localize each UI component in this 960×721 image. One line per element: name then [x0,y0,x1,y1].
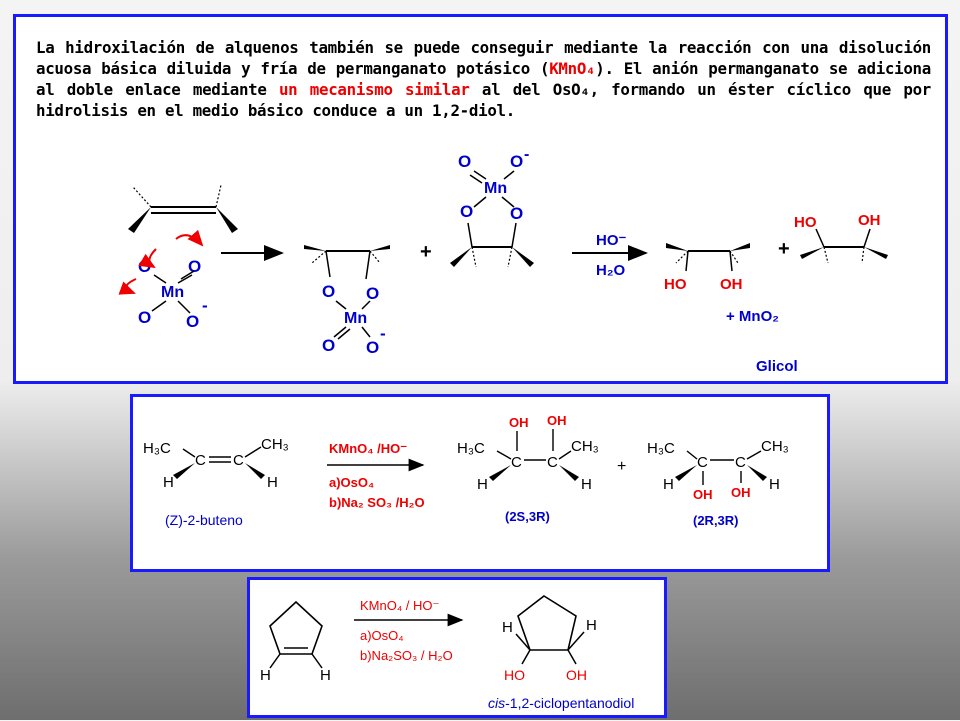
meso-diol-2r3r: H₃C CH₃ C C H H OH OH (2R,3R) [647,438,789,528]
svg-text:-: - [524,146,529,163]
z-2-butene: H₃C CH₃ C C H H (Z)-2-buteno [143,436,289,528]
svg-text:C: C [195,452,206,469]
svg-text:O: O [366,338,379,357]
svg-text:OH: OH [547,413,567,428]
svg-text:HO: HO [794,214,817,231]
svg-text:H: H [163,474,174,491]
svg-text:OH: OH [858,212,881,229]
svg-text:C: C [547,454,558,471]
reagent-hydroxide: HO⁻ [596,232,627,249]
diol-product-2: HO OH [794,212,888,264]
reagent-kmno4-3: KMnO₄ / HO⁻ [360,598,439,613]
cyclic-manganate-ester: O O Mn O O - [304,245,390,357]
svg-text:O: O [510,152,523,171]
svg-text:H: H [581,476,592,493]
svg-text:H: H [477,476,488,493]
reagent-kmno4: KMnO₄ /HO⁻ [329,441,407,456]
svg-text:C: C [697,454,708,471]
svg-text:OH: OH [693,487,713,502]
explanation-paragraph: La hidroxilación de alquenos también se … [36,38,931,120]
svg-text:O: O [322,336,335,355]
kmno4-formula: KMnO₄ [549,59,596,78]
svg-text:C: C [511,454,522,471]
meso-diol-2s3r: OH OH H₃C CH₃ C C H H (2S,3R) [457,413,599,524]
svg-text:H: H [260,667,271,684]
svg-text:HO: HO [504,667,525,683]
diol-product-1: HO OH [664,243,750,293]
mechanism-highlight: un mecanismo similar [278,80,470,99]
z-2-butene-label: (Z)-2-buteno [165,512,243,528]
svg-text:O: O [138,308,151,327]
svg-text:H₃C: H₃C [647,440,675,457]
svg-text:OH: OH [731,485,751,500]
svg-text:Mn: Mn [344,310,367,327]
svg-text:CH₃: CH₃ [761,438,789,455]
permanganate-mechanism-scheme: O O Mn O O - O O Mn [118,146,888,375]
svg-text:CH₃: CH₃ [261,436,289,453]
svg-text:C: C [233,452,244,469]
cyclopentene: H H [260,600,331,684]
svg-text:OH: OH [509,415,529,430]
svg-text:O: O [458,152,471,171]
reagent-water: H₂O [596,262,625,279]
svg-text:O: O [322,282,335,301]
permanganate-ion: O O Mn O O - [118,229,208,331]
cis-cyclopentanediol: H H HO OH cis-1,2-ciclopentanodiol [488,595,634,711]
reagent-oso4-3: a)OsO₄ [360,628,404,643]
reagent-na2so3: b)Na₂ SO₃ /H₂O [329,495,425,510]
reagent-oso4: a)OsO₄ [329,475,374,490]
plus-sign-3: + [617,458,626,475]
svg-text:C: C [735,454,746,471]
cis-diol-name: cis-1,2-ciclopentanodiol [488,695,634,711]
svg-text:OH: OH [720,276,743,293]
plus-sign-2: + [778,238,790,260]
reagent-na2so3-3: b)Na₂SO₃ / H₂O [360,648,453,663]
svg-text:Mn: Mn [161,284,184,301]
svg-text:O: O [186,312,199,331]
svg-text:H: H [267,474,278,491]
svg-text:H₃C: H₃C [457,440,485,457]
svg-text:H: H [663,476,674,493]
svg-text:H: H [769,476,780,493]
butene-scheme: H₃C CH₃ C C H H (Z)-2-buteno KMnO₄ /HO⁻ … [143,413,789,528]
svg-text:H: H [320,667,331,684]
svg-text:-: - [202,296,208,315]
butene-hydroxylation-panel: H₃C CH₃ C C H H (Z)-2-buteno KMnO₄ /HO⁻ … [130,394,830,572]
svg-text:O: O [366,284,379,303]
svg-text:HO: HO [664,276,687,293]
svg-text:O: O [460,202,473,221]
svg-text:OH: OH [566,667,587,683]
svg-text:-: - [380,324,386,343]
alkene-structure [128,184,238,233]
mno2-byproduct: + MnO₂ [726,308,779,325]
svg-text:O: O [188,257,201,276]
glicol-label: Glicol [756,358,798,375]
svg-text:H: H [586,617,597,634]
cyclopentene-scheme: H H KMnO₄ / HO⁻ a)OsO₄ b)Na₂SO₃ / H₂O H … [260,595,634,711]
cyclopentene-hydroxylation-panel: H H KMnO₄ / HO⁻ a)OsO₄ b)Na₂SO₃ / H₂O H … [247,577,667,718]
svg-text:H: H [502,619,513,636]
cyclic-ester-alt: O O - Mn O O [450,146,534,268]
hydroxylation-panel: La hidroxilación de alquenos también se … [13,14,948,384]
svg-text:CH₃: CH₃ [571,438,599,455]
svg-text:O: O [510,204,523,223]
plus-sign: + [420,241,432,263]
config-2r3r: (2R,3R) [693,513,739,528]
config-2s3r: (2S,3R) [505,509,550,524]
svg-text:Mn: Mn [484,180,507,197]
svg-text:H₃C: H₃C [143,440,171,457]
